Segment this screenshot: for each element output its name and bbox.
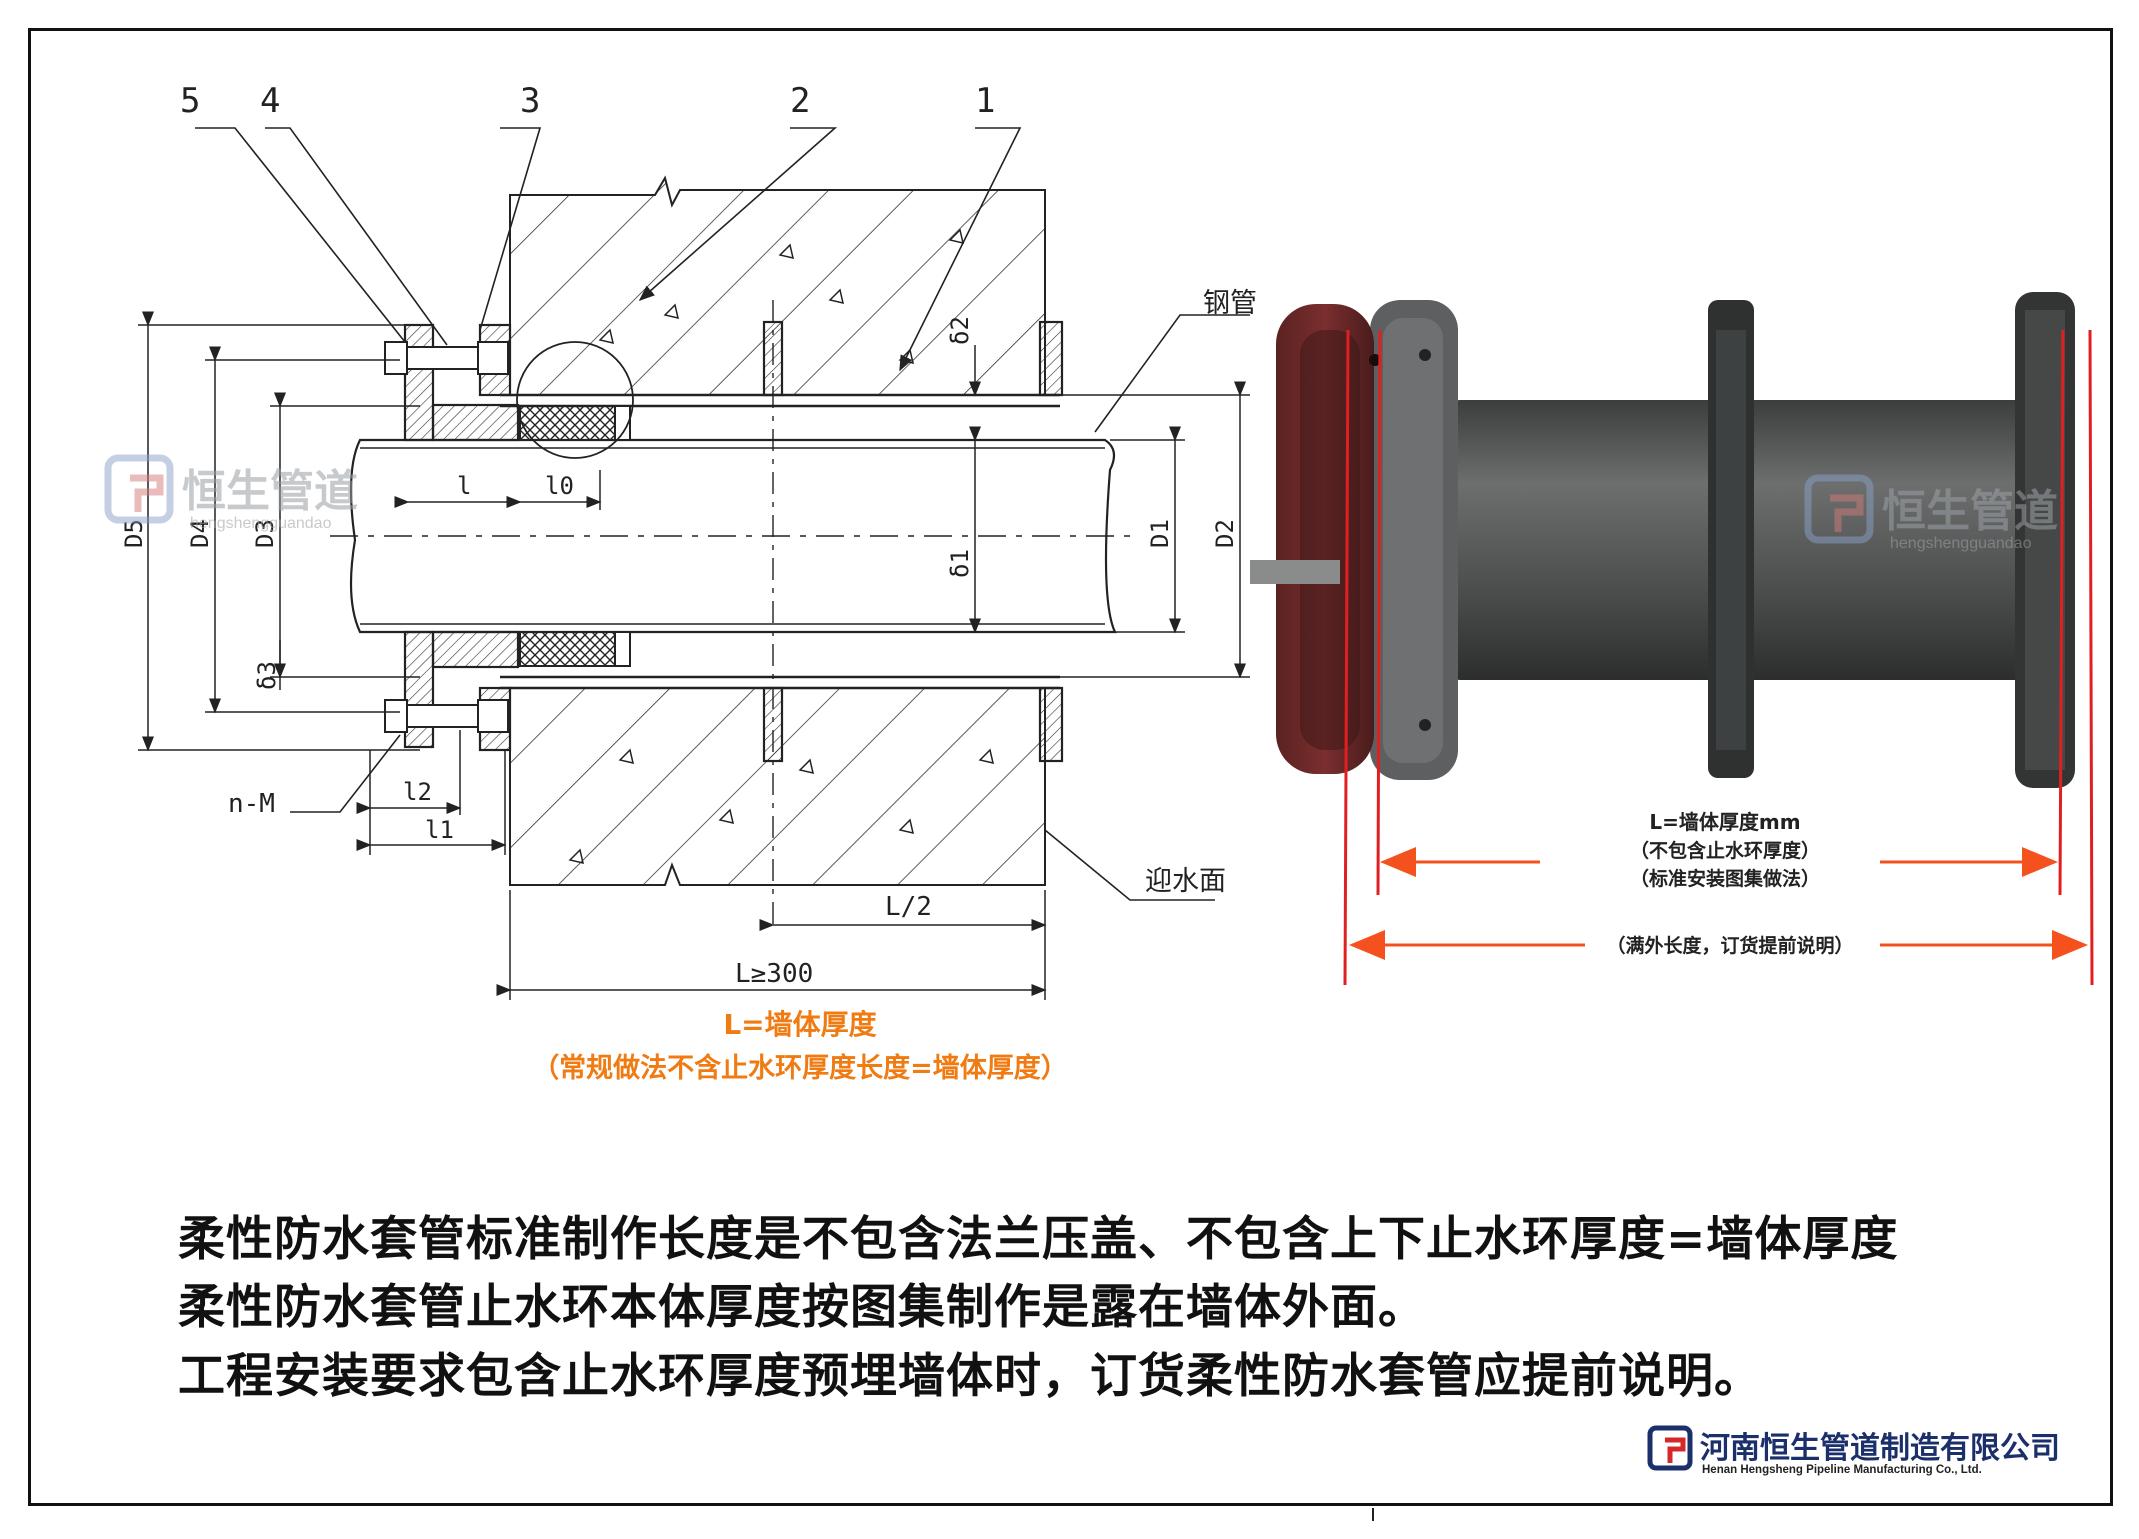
dim-d4: D4 bbox=[186, 519, 214, 548]
note-line-2: 柔性防水套管止水环本体厚度按图集制作是露在墙体外面。 bbox=[178, 1280, 1426, 1335]
watermark-name-right: 恒生管道 bbox=[1882, 486, 2058, 537]
steel-pipe-leader bbox=[1094, 314, 1250, 433]
vertical-dimensions bbox=[138, 311, 1250, 752]
dim-half-l: L/2 bbox=[885, 892, 932, 922]
company-name-cn: 河南恒生管道制造有限公司 bbox=[1700, 1431, 2060, 1466]
water-face-leader bbox=[1044, 829, 1215, 901]
dim-d2: D2 bbox=[1211, 519, 1239, 548]
photo-full-length: （满外长度，订货提前说明） bbox=[1606, 935, 1854, 957]
note-line-3: 工程安装要求包含止水环厚度预埋墙体时，订货柔性防水套管应提前说明。 bbox=[178, 1349, 1762, 1404]
callout-4: 4 bbox=[260, 81, 280, 121]
callout-5: 5 bbox=[180, 81, 200, 121]
dim-delta2: δ2 bbox=[946, 316, 974, 345]
photo-wall-length: L=墙体厚度mm bbox=[1649, 810, 1801, 834]
watermark-name-left: 恒生管道 bbox=[182, 466, 358, 517]
dim-l0: l0 bbox=[545, 472, 574, 500]
bolt-label: n-M bbox=[228, 789, 275, 819]
watermark-logo-right bbox=[1804, 474, 1874, 544]
product-photo bbox=[1250, 292, 2075, 788]
dim-d5: D5 bbox=[120, 519, 148, 548]
dim-l-total: L≥300 bbox=[735, 959, 813, 989]
company-name-en: Henan Hengsheng Pipeline Manufacturing C… bbox=[1702, 1464, 1982, 1476]
photo-wall-note1: （不包含止水环厚度） bbox=[1629, 840, 1820, 862]
dim-l2: l2 bbox=[403, 778, 432, 806]
photo-orange-arrows bbox=[1349, 847, 2088, 960]
page-frame bbox=[28, 28, 2113, 1506]
bolt-leader bbox=[290, 734, 401, 813]
bolt-assembly bbox=[384, 341, 509, 733]
sealing-ring bbox=[516, 341, 634, 667]
photo-red-lines bbox=[1343, 329, 2094, 986]
dim-delta3: δ3 bbox=[253, 661, 281, 690]
steel-pipe bbox=[330, 438, 1140, 634]
dim-d3: D3 bbox=[251, 519, 279, 548]
steel-pipe-label: 钢管 bbox=[1203, 288, 1257, 319]
water-stop-rings bbox=[762, 320, 1064, 763]
dim-delta1: δ1 bbox=[946, 549, 974, 578]
horizontal-dimension-text: l l0 l2 l1 L/2 L≥300 bbox=[403, 472, 932, 989]
caption-note: （常规做法不含止水环厚度长度=墙体厚度） bbox=[532, 1053, 1068, 1084]
callout-1: 1 bbox=[975, 81, 995, 121]
photo-bolt bbox=[1250, 560, 1340, 584]
watermark-pinyin-right: hengshengguandao bbox=[1890, 535, 2032, 552]
callout-numbers: 5 4 3 2 1 bbox=[180, 81, 995, 121]
watermark-pinyin-left: hengshengguandao bbox=[190, 515, 332, 532]
watermark-logo-left bbox=[104, 454, 174, 524]
photo-wall-note2: （标准安装图集做法） bbox=[1629, 868, 1820, 890]
dim-l: l bbox=[457, 472, 471, 500]
water-face-label: 迎水面 bbox=[1145, 866, 1226, 897]
dim-d1: D1 bbox=[1146, 519, 1174, 548]
caption-wall-thickness: L=墙体厚度 bbox=[723, 1008, 877, 1041]
dimension-text: D5 D4 D3 D1 D2 δ1 δ2 δ3 bbox=[120, 316, 1239, 690]
note-line-1: 柔性防水套管标准制作长度是不包含法兰压盖、不包含上下止水环厚度=墙体厚度 bbox=[178, 1212, 1899, 1267]
callout-2: 2 bbox=[790, 81, 810, 121]
company-logo bbox=[1647, 1425, 1693, 1471]
dim-l1: l1 bbox=[425, 816, 454, 844]
callout-leaders bbox=[195, 127, 1022, 372]
horizontal-dimensions bbox=[356, 470, 1047, 1000]
callout-3: 3 bbox=[520, 81, 540, 121]
